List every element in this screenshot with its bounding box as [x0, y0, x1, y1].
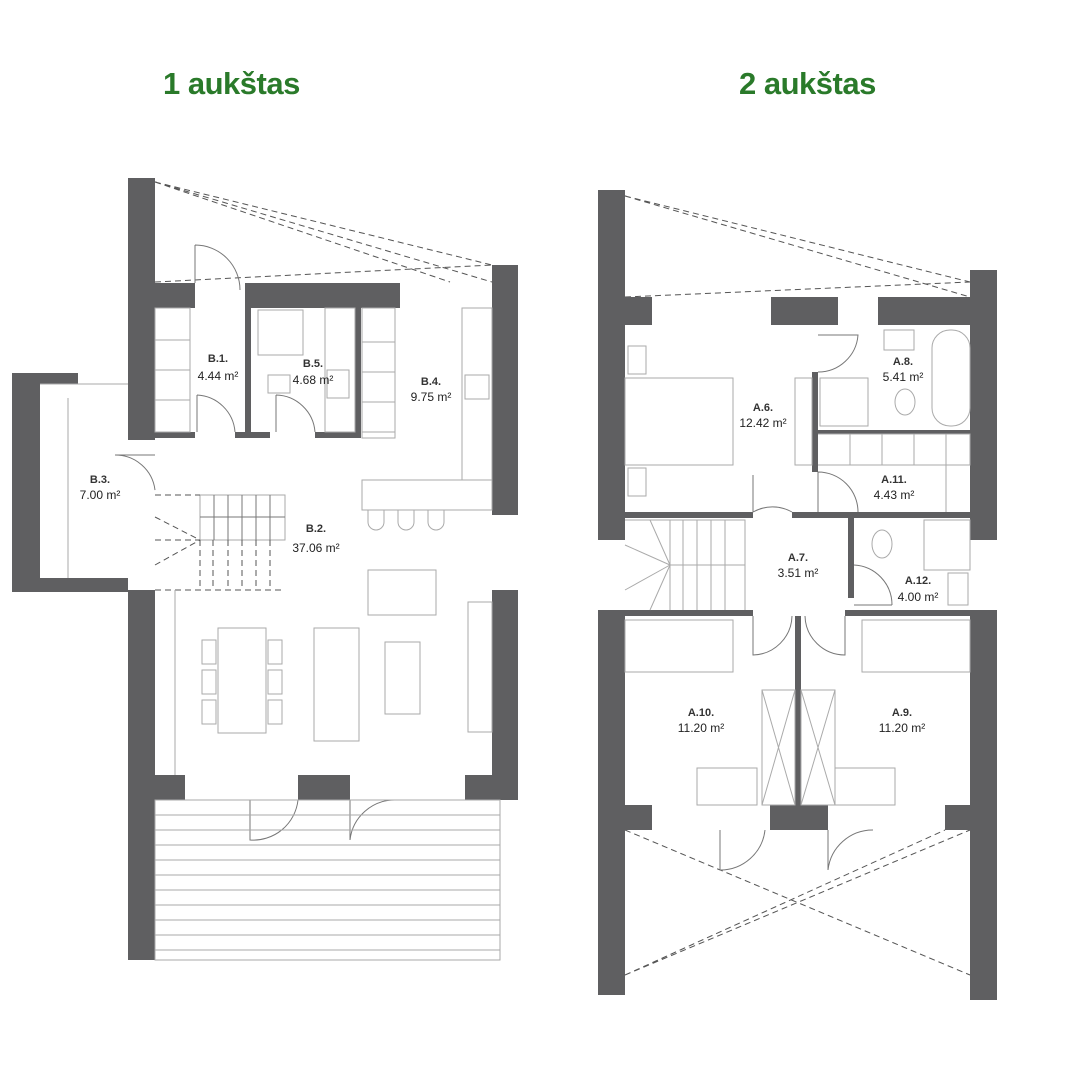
terrace-door-right[interactable] — [349, 799, 396, 841]
entry-door[interactable] — [194, 244, 241, 291]
shower-icon — [819, 377, 869, 427]
room-b3-area: 7.00 m² — [80, 488, 121, 502]
staircase — [154, 494, 286, 591]
wall — [128, 590, 155, 960]
room-b4-id: B.4. — [421, 376, 441, 388]
room-a8-area: 5.41 m² — [883, 370, 924, 384]
a12-door[interactable] — [853, 564, 893, 606]
bathtub-icon — [931, 329, 971, 427]
room-a11-area: 4.43 m² — [874, 488, 915, 502]
room-a11-id: A.11. — [881, 474, 907, 486]
room-a9-id: A.9. — [892, 707, 912, 719]
desk — [834, 767, 896, 806]
room-a7-id: A.7. — [788, 552, 808, 564]
a9-balcony-door[interactable] — [827, 829, 874, 871]
floor-2-title: 2 aukštas — [739, 66, 876, 101]
kitchen-island — [361, 479, 493, 511]
sink-icon — [464, 374, 490, 400]
room-a8-id: A.8. — [893, 356, 913, 368]
roof-overhang-lines — [624, 195, 971, 976]
shower-icon — [923, 519, 971, 571]
bathroom-sink-icon — [883, 329, 915, 351]
wall — [492, 590, 518, 800]
room-a12-area: 4.00 m² — [898, 590, 939, 604]
wall — [128, 178, 155, 440]
room-b1-id: B.1. — [208, 353, 228, 365]
room-b3-id: B.3. — [90, 474, 110, 486]
toilet-icon — [894, 388, 916, 416]
dining-table — [217, 627, 267, 734]
coffee-table — [384, 641, 421, 715]
shower-icon — [257, 309, 304, 356]
balcony-wall — [12, 373, 128, 592]
terrace — [154, 799, 501, 961]
room-a12-id: A.12. — [905, 575, 931, 587]
room-a9-area: 11.20 m² — [879, 721, 925, 735]
wall — [465, 775, 500, 800]
wall — [598, 610, 625, 995]
room-b5-id: B.5. — [303, 358, 323, 370]
wardrobe — [794, 377, 813, 466]
b3-door[interactable] — [114, 454, 156, 491]
single-bed-icon — [861, 619, 971, 673]
tv-unit — [467, 601, 493, 733]
room-a6-area: 12.42 m² — [739, 416, 786, 430]
room-a10-id: A.10. — [688, 707, 714, 719]
a8-door[interactable] — [817, 334, 859, 373]
a6-door[interactable] — [752, 475, 793, 513]
double-bed-icon — [624, 377, 734, 466]
room-a6-id: A.6. — [753, 402, 773, 414]
toilet-icon — [871, 529, 893, 559]
terrace-door-left[interactable] — [249, 799, 299, 841]
floor-1-title: 1 aukštas — [163, 66, 300, 101]
armchair-icon — [367, 569, 437, 616]
room-b2-id: B.2. — [306, 523, 326, 535]
toilet-icon — [267, 374, 291, 394]
b5-door[interactable] — [275, 394, 316, 433]
a9-door[interactable] — [804, 615, 846, 656]
floor-1-plan: B.1. 4.44 m² B.2. 37.06 m² B.3. 7.00 m² … — [12, 178, 518, 961]
roof-overhang-lines — [154, 181, 493, 283]
a10-door[interactable] — [752, 615, 793, 656]
room-b5-area: 4.68 m² — [293, 373, 334, 387]
wall — [355, 308, 361, 438]
wall — [245, 283, 400, 308]
room-a10-area: 11.20 m² — [678, 721, 724, 735]
a10-balcony-door[interactable] — [719, 829, 766, 871]
b1-door[interactable] — [196, 394, 236, 433]
wall — [245, 308, 251, 438]
wall — [492, 265, 518, 515]
room-b1-area: 4.44 m² — [198, 369, 239, 383]
room-b2-area: 37.06 m² — [292, 541, 339, 555]
sofa-icon — [313, 627, 360, 742]
room-a7-area: 3.51 m² — [778, 566, 819, 580]
staircase — [624, 519, 746, 611]
a11-door[interactable] — [817, 471, 859, 513]
wall — [298, 775, 350, 800]
desk — [696, 767, 758, 806]
bathroom-sink-icon — [947, 572, 969, 606]
wall — [970, 610, 997, 1000]
wall — [970, 270, 997, 540]
wall — [155, 775, 185, 800]
bathroom-sink-icon — [326, 369, 350, 399]
stove-icon — [361, 341, 396, 373]
wall — [155, 283, 195, 308]
floor-2-plan: A.6. 12.42 m² A.7. 3.51 m² A.8. 5.41 m² … — [598, 190, 997, 1000]
single-bed-icon — [624, 619, 734, 673]
wardrobes — [761, 689, 836, 806]
room-b4-area: 9.75 m² — [411, 390, 452, 404]
wall — [598, 190, 625, 540]
